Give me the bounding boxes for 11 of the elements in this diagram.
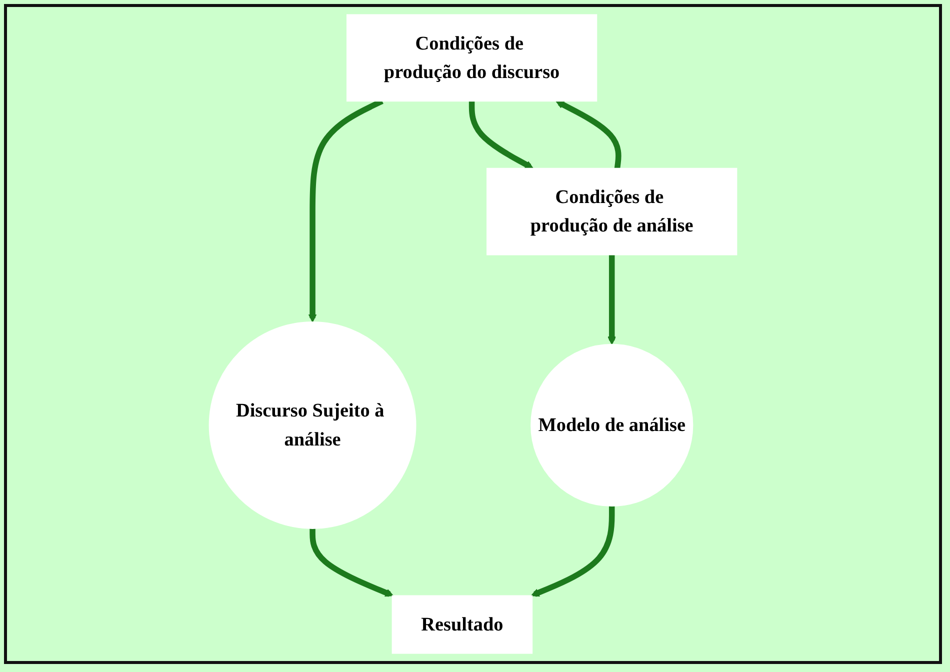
node-circle <box>208 322 416 529</box>
arrow <box>310 528 394 597</box>
arrow <box>556 100 622 169</box>
flowchart-drawing: Condições de produção do discurso Condições de produção de análise Discurso Sujeito à análise Modelo de análise Resultado <box>7 7 939 661</box>
arrow <box>468 101 534 170</box>
node-circle <box>530 344 694 507</box>
arrow <box>530 506 615 597</box>
arrow <box>608 254 616 345</box>
node-box <box>392 595 533 654</box>
node-box <box>486 168 738 256</box>
node-box <box>346 14 598 102</box>
